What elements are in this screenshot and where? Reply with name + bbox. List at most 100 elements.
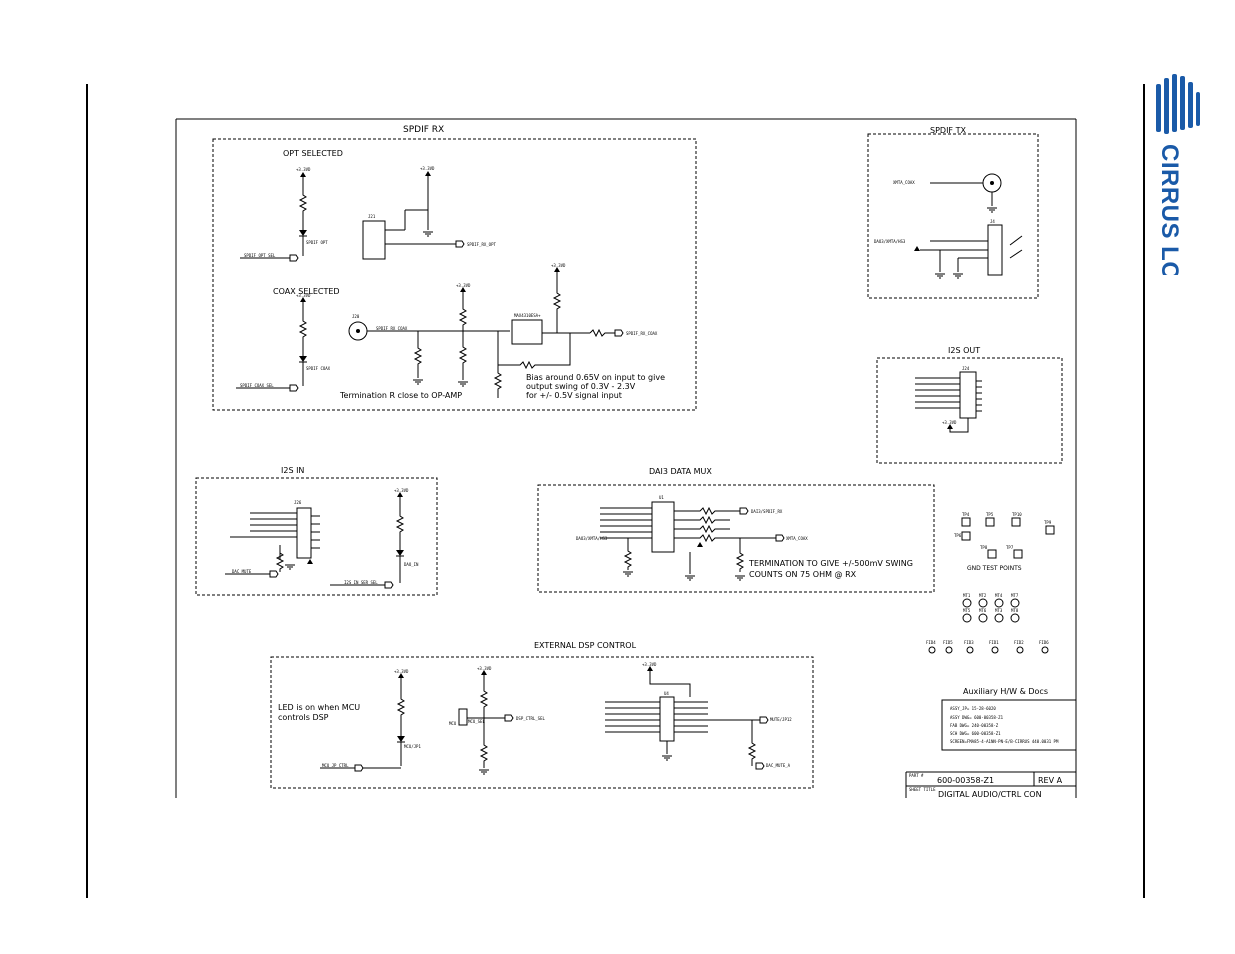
net-mcu-jp-ctrl: MCU_JP_CTRL <box>322 763 349 768</box>
net-3v3-e: +3.3VD <box>551 263 566 268</box>
mux-input-pins <box>600 507 652 539</box>
led-spdif-opt: SPDIF OPT <box>306 240 328 245</box>
mux-output-pins <box>674 506 740 543</box>
net-i2s-in-ser-sel: I2S_IN_SER_SEL <box>344 580 378 585</box>
spdif-rx-block: SPDIF RX OPT SELECTED COAX SELECTED +3.3… <box>212 125 697 411</box>
i2s-out-title: I2S OUT <box>948 346 980 355</box>
tp4-label: TP4 <box>962 512 970 517</box>
fiducials: FID4 FID5 FID3 FID1 FID2 FID6 <box>926 640 1049 654</box>
cirrus-logic-logo: CIRRUS LOGIC <box>1156 74 1200 275</box>
net-xmta-coax-mux: XMTA_COAX <box>786 536 808 541</box>
fid6-label: FID6 <box>1039 640 1049 645</box>
tp6-label: TP6 <box>954 533 962 538</box>
part-j24: J24 <box>962 366 970 371</box>
note-bias-2: output swing of 0.3V - 2.3V <box>526 382 636 391</box>
part-max4310: MAX4310ESA+ <box>514 313 541 318</box>
test-points: TP4 TP5 TP10 TP6 TP8 TP7 TP9 GND TEST PO… <box>954 512 1055 572</box>
revision: REV A <box>1038 776 1063 785</box>
note-bias-1: Bias around 0.65V on input to give <box>526 373 665 382</box>
tp9-label: TP9 <box>1044 520 1052 525</box>
fid3-label: FID3 <box>964 640 974 645</box>
net-3v3-d: +3.3VD <box>456 283 471 288</box>
mt3-label: MT3 <box>995 608 1003 613</box>
doc-line-2: ASSY DWG= 600-00358-Z1 <box>950 715 1004 720</box>
aux-title: Auxiliary H/W & Docs <box>963 687 1048 696</box>
net-dac-mute: DAC_MUTE <box>232 569 252 574</box>
mt1-label: MT1 <box>963 593 971 598</box>
i2s-in-block: I2S IN J26 DAC_MUTE +3.3VD DAO_IN <box>195 466 438 596</box>
net-dac-mute-a: DAC_MUTE_A <box>766 763 791 768</box>
dai3-mux-title: DAI3 DATA MUX <box>649 467 712 476</box>
note-term-swing-2: COUNTS ON 75 OHM @ RX <box>749 570 857 579</box>
net-spdif-rx-opt: SPDIF_RX_OPT <box>467 242 496 247</box>
net-spdif-coax-sel: SPDIF_COAX_SEL <box>240 383 274 388</box>
note-led-1: LED is on when MCU <box>278 703 360 712</box>
ext-dsp-title: EXTERNAL DSP CONTROL <box>534 641 637 650</box>
coax-selected-label: COAX SELECTED <box>273 287 340 296</box>
net-spdif-rx-coax-out: SPDIF_RX_COAX <box>626 331 658 336</box>
mt5-label: MT5 <box>963 608 971 613</box>
net-3v3-j: +3.3VD <box>642 662 657 667</box>
fid4-label: FID4 <box>926 640 936 645</box>
i2s-out-pins <box>915 377 982 412</box>
part-number: 600-00358-Z1 <box>937 776 994 785</box>
net-3v3-a: +3.3VD <box>296 167 311 172</box>
net-3v3-c: +3.3VD <box>296 293 311 298</box>
part-j21: J21 <box>368 214 376 219</box>
doc-line-3: FAB DWG= 240-00358-Z <box>950 723 999 728</box>
note-led-2: controls DSP <box>278 713 329 722</box>
net-3v3-g: +3.3VD <box>394 488 409 493</box>
sheet-frame <box>175 118 1077 798</box>
doc-line-1: ASSY_JP= 15-28-6020 <box>950 706 996 711</box>
note-termination-r: Termination R close to OP-AMP <box>339 391 462 400</box>
net-dao3-xmta: DAO3/XMTA/HS3 <box>874 239 906 244</box>
ext-dsp-block: EXTERNAL DSP CONTROL LED is on when MCU … <box>270 641 814 789</box>
dai3-mux-block: DAI3 DATA MUX U1 DAO3/XMTA/HS3 DAI3/SPDI… <box>537 467 935 593</box>
led-spdif-coax: SPDIF COAX <box>306 366 331 371</box>
net-dao3-xmta-mux: DAO3/XMTA/HS3 <box>576 536 608 541</box>
gnd-test-points-label: GND TEST POINTS <box>967 565 1022 572</box>
note-bias-3: for +/- 0.5V signal input <box>526 391 622 400</box>
i2s-in-title: I2S IN <box>281 466 304 475</box>
net-3v3-h: +3.3VD <box>394 669 409 674</box>
doc-line-5: SCREEN=FMA85-4-A1NN-PN-E/B-CIRRUS 440.00… <box>950 739 1059 744</box>
part-u1: U1 <box>659 495 664 500</box>
dsp-header-pins <box>605 701 708 733</box>
mt2-label: MT2 <box>979 593 987 598</box>
right-margin-rule <box>1143 84 1145 898</box>
i2s-in-pins <box>230 512 320 549</box>
opt-selected-label: OPT SELECTED <box>283 149 343 158</box>
part-number-label: PART # <box>909 773 924 778</box>
fid2-label: FID2 <box>1014 640 1024 645</box>
title-block: PART # 600-00358-Z1 REV A SHEET TITLE DI… <box>905 771 1076 799</box>
net-3v3-i: +3.3VD <box>477 666 492 671</box>
fid1-label: FID1 <box>989 640 999 645</box>
aux-block: Auxiliary H/W & Docs ASSY_JP= 15-28-6020… <box>941 687 1077 751</box>
net-3v3-f: +3.3VD <box>942 420 957 425</box>
part-jp-mcu: MCU <box>449 721 457 726</box>
mt8-label: MT8 <box>1011 608 1019 613</box>
net-mute-jp12: MUTE/JP12 <box>770 717 792 722</box>
i2s-out-block: I2S OUT J24 +3.3VD <box>876 346 1063 464</box>
tp10-label: TP10 <box>1012 512 1022 517</box>
sheet-title: DIGITAL AUDIO/CTRL CON <box>938 790 1042 799</box>
mt6-label: MT6 <box>979 608 987 613</box>
spdif-tx-block: SPDIF TX XMTA_COAX J4 DAO3/XMTA/HS3 <box>867 126 1039 299</box>
led-mcu-jp1: MCU/JP1 <box>404 744 421 749</box>
note-term-swing-1: TERMINATION TO GIVE +/-500mV SWING <box>748 559 913 568</box>
part-dsp-header: U4 <box>664 691 669 696</box>
net-xmta-coax: XMTA_COAX <box>893 180 915 185</box>
part-tx-module: J4 <box>990 219 995 224</box>
fid5-label: FID5 <box>943 640 953 645</box>
spdif-rx-title: SPDIF RX <box>403 125 444 135</box>
net-spdif-opt-sel: SPDIF_OPT_SEL <box>244 253 276 258</box>
tp8-label: TP8 <box>980 545 988 550</box>
tp7-label: TP7 <box>1006 545 1014 550</box>
left-margin-rule <box>86 84 88 898</box>
logo-wordmark: CIRRUS LOGIC <box>1156 144 1183 275</box>
logo-waves <box>1156 74 1200 134</box>
doc-line-4: SCH DWG= 600-00358-Z1 <box>950 731 1001 736</box>
part-j26: J26 <box>294 500 302 505</box>
mount-holes: MT1 MT2 MT4 MT7 MT5 MT6 MT3 MT8 <box>962 593 1020 623</box>
